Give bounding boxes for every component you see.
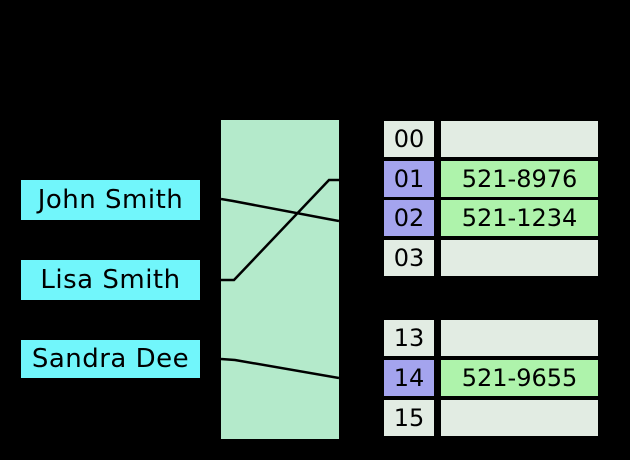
bucket-index-00: 00 [384, 121, 434, 157]
key-box-sandra-dee: Sandra Dee [21, 340, 200, 378]
mapping-lines [221, 178, 339, 380]
bucket-index-01: 01 [384, 161, 434, 197]
bucket-value-00 [441, 121, 598, 157]
bucket-index-15: 15 [384, 400, 434, 436]
key-box-john-smith: John Smith [21, 180, 200, 220]
hash-function-box [221, 120, 339, 439]
bucket-value-03 [441, 240, 598, 276]
key-box-lisa-smith: Lisa Smith [21, 260, 200, 300]
mapping-line-john-smith-to-02 [221, 197, 339, 223]
bucket-row-15: 15 [384, 400, 599, 436]
bucket-index-13: 13 [384, 320, 434, 356]
bucket-index-03: 03 [384, 240, 434, 276]
bucket-value-01: 521-8976 [441, 161, 598, 197]
key-label-lisa-smith: Lisa Smith [40, 265, 181, 295]
bucket-row-01: 01 521-8976 [384, 161, 599, 197]
bucket-index-14: 14 [384, 360, 434, 396]
bucket-value-13 [441, 320, 598, 356]
bucket-value-02: 521-1234 [441, 200, 598, 236]
key-label-john-smith: John Smith [37, 185, 184, 215]
mapping-line-lisa-smith-to-01 [221, 178, 339, 282]
key-label-sandra-dee: Sandra Dee [31, 344, 190, 374]
bucket-index-02: 02 [384, 200, 434, 236]
bucket-row-02: 02 521-1234 [384, 200, 599, 236]
mapping-line-sandra-dee-to-14 [221, 357, 339, 380]
bucket-row-13: 13 [384, 320, 599, 356]
bucket-value-15 [441, 400, 598, 436]
bucket-value-14: 521-9655 [441, 360, 598, 396]
bucket-row-03: 03 [384, 240, 599, 276]
bucket-row-00: 00 [384, 121, 599, 157]
bucket-row-14: 14 521-9655 [384, 360, 599, 396]
